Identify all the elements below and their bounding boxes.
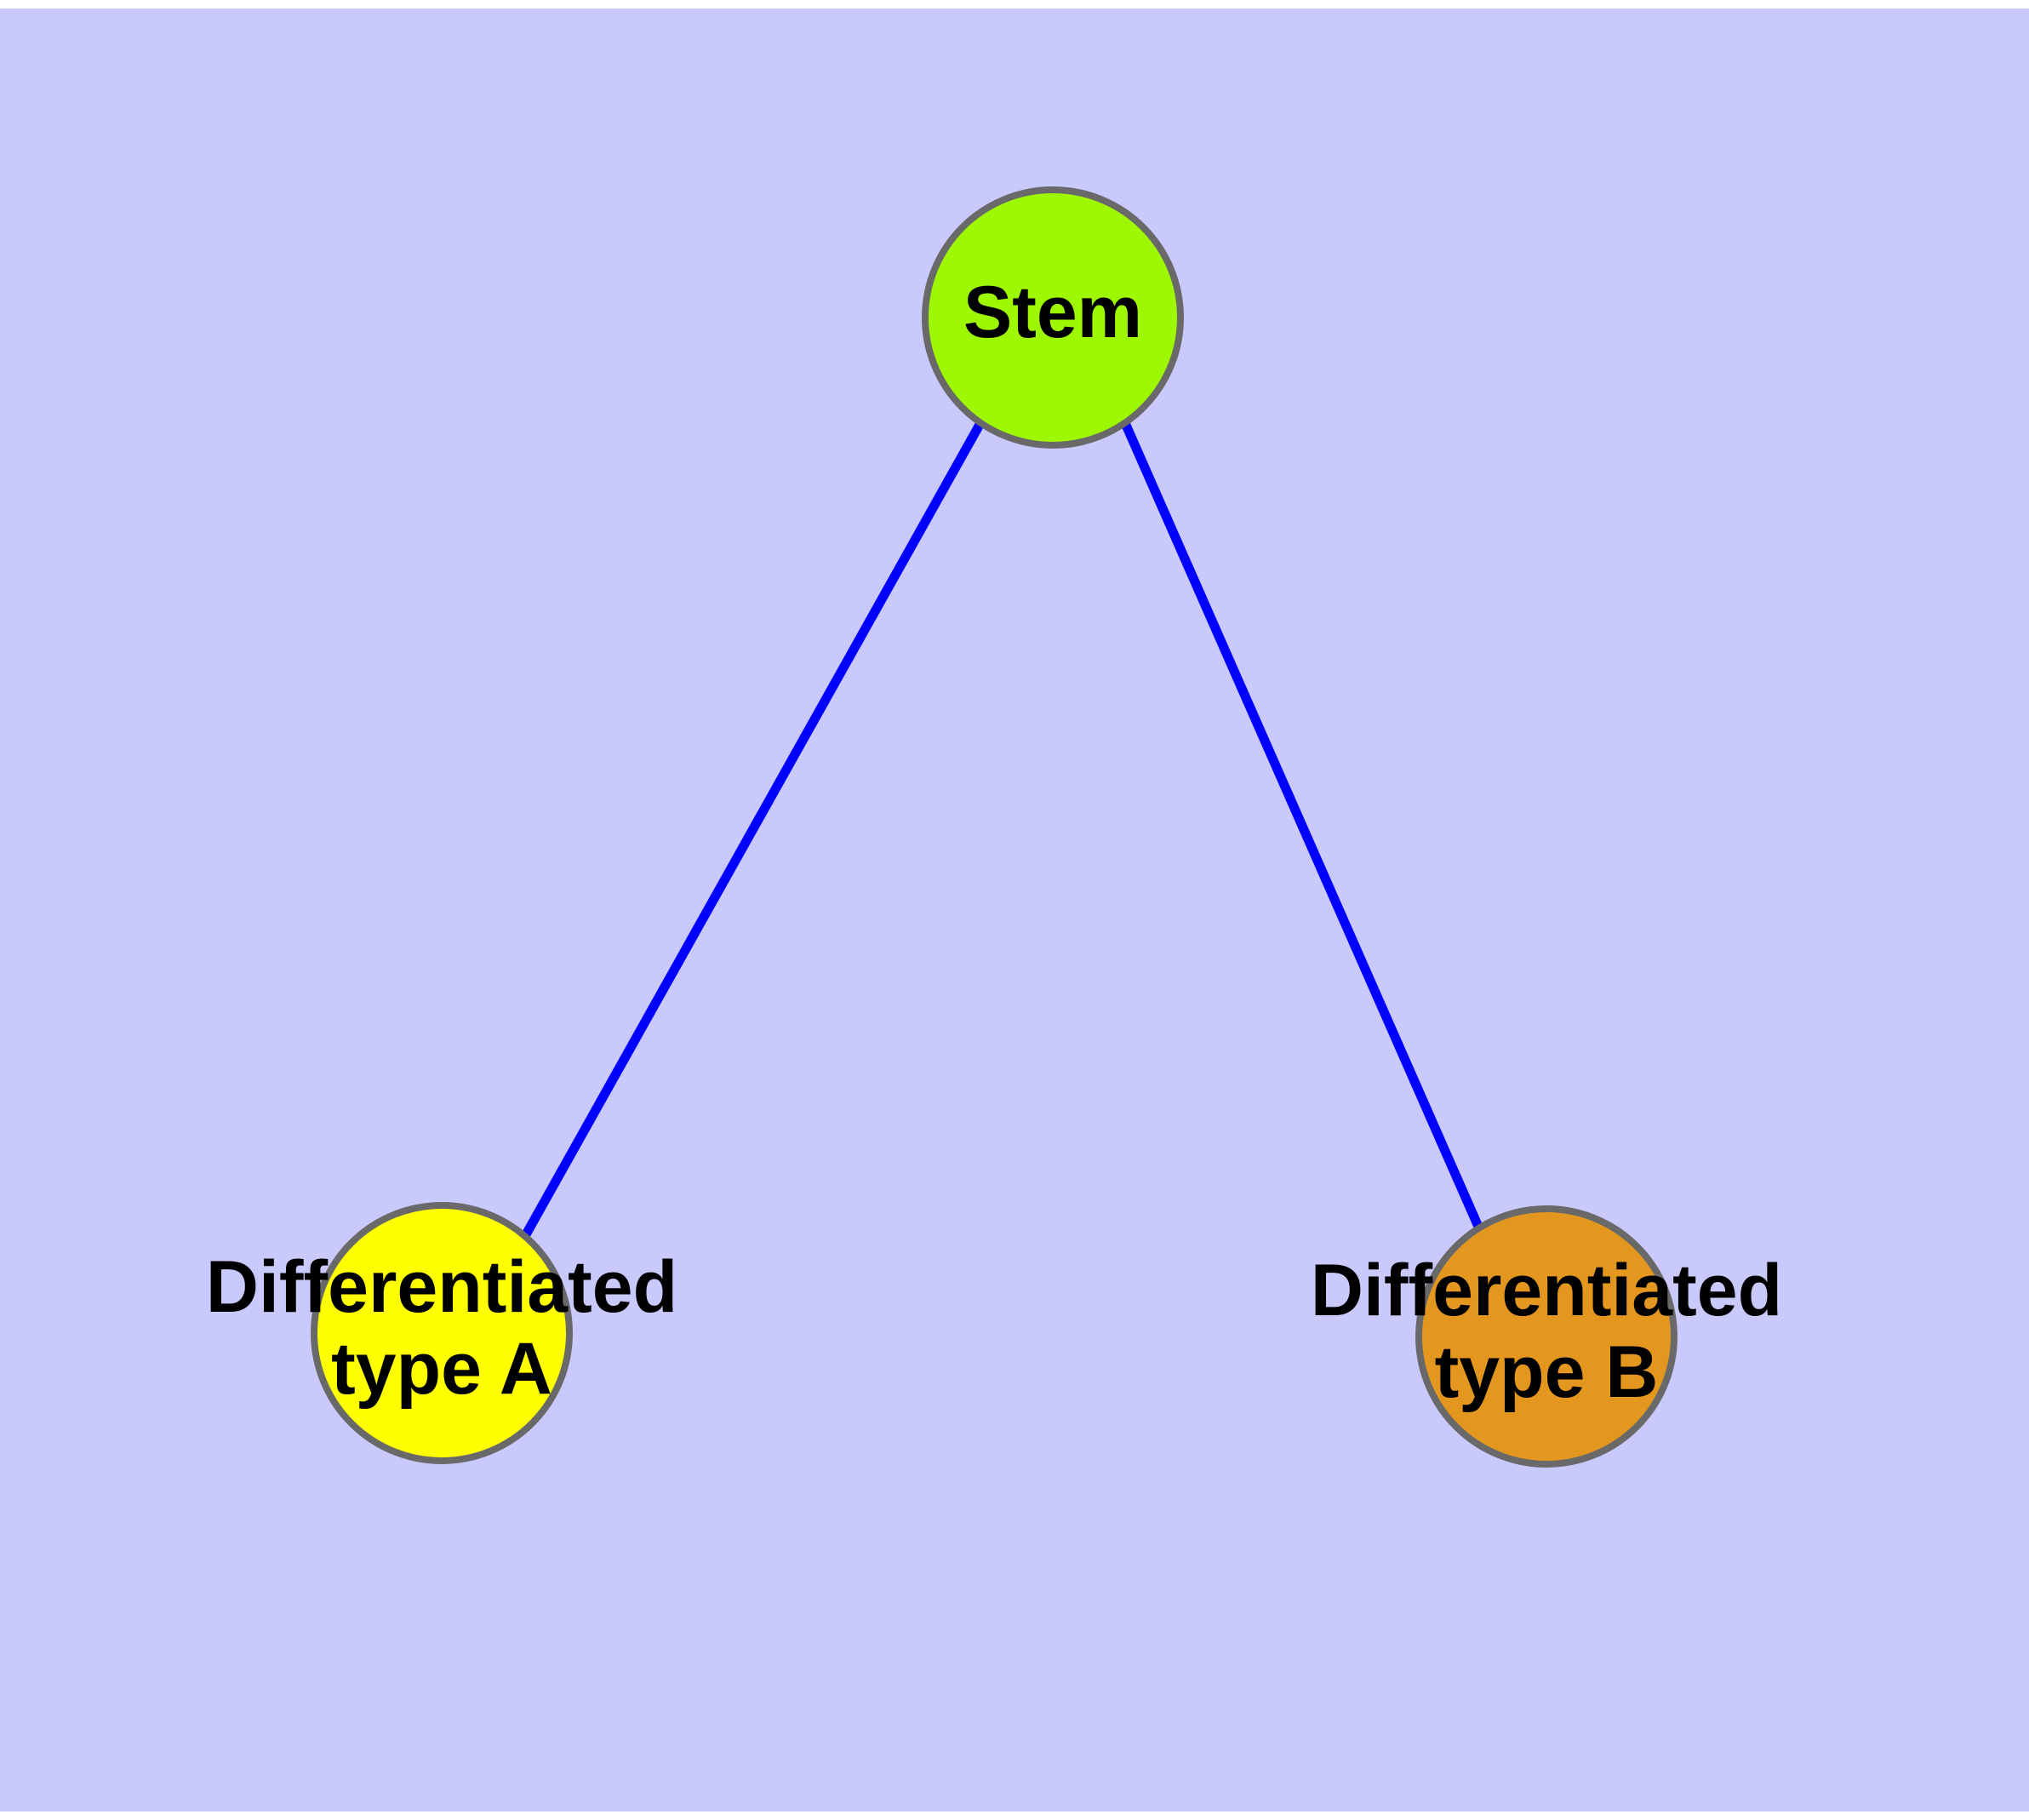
label-line: type B <box>1435 1331 1659 1413</box>
label-line: Differentiated <box>206 1246 677 1328</box>
node-stem[interactable]: Stem <box>922 186 1184 449</box>
node-differentiated-type-b-circle[interactable] <box>1415 1205 1677 1468</box>
node-stem-circle[interactable] <box>922 186 1184 449</box>
edge-stem-to-differentiated-type-a[interactable] <box>521 421 985 1239</box>
edge-stem-to-differentiated-type-b[interactable] <box>1120 421 1487 1237</box>
node-stem-label: Stem <box>963 272 1142 353</box>
label-line: Differentiated <box>1311 1250 1782 1331</box>
edges-layer <box>521 421 1487 1239</box>
node-differentiated-type-a-circle[interactable] <box>311 1202 573 1464</box>
label-line: type A <box>331 1328 552 1410</box>
label-line: Stem <box>963 272 1142 353</box>
